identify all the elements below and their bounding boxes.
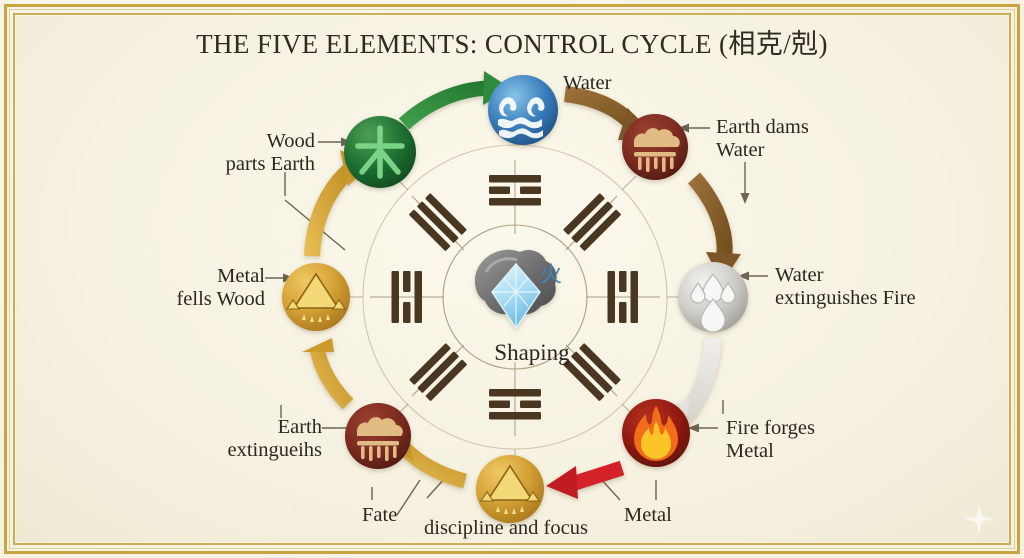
trigram-symbols xyxy=(391,175,638,420)
label-metal-fells-wood: Metal fells Wood xyxy=(176,265,265,310)
label-water: Water xyxy=(563,72,612,94)
trigram-northwest xyxy=(409,193,467,251)
element-icon-metal-bottom xyxy=(476,455,544,523)
trigram-southwest xyxy=(409,343,467,401)
trigram-east xyxy=(607,271,638,323)
element-icon-earth-top xyxy=(622,114,688,180)
trigram-west xyxy=(391,271,422,323)
element-icon-earth-left xyxy=(345,403,411,469)
element-icon-water xyxy=(488,75,558,145)
label-earth-dams-water: Earth dams Water xyxy=(716,116,809,161)
arrow-earth-to-metal-left xyxy=(302,338,354,410)
label-water-extinguishes-fire: Water extinguishes Fire xyxy=(775,264,916,309)
arrow-fire-to-metal-bottom xyxy=(546,460,625,499)
label-earth-extingueihs: Earth extingueihs xyxy=(227,416,322,461)
trigram-northeast xyxy=(563,193,621,251)
trigram-southeast xyxy=(563,343,621,401)
trigram-north xyxy=(489,175,541,206)
label-shaping: Shaping xyxy=(494,340,570,365)
element-icon-fire xyxy=(622,399,690,467)
label-fate: Fate xyxy=(362,504,398,526)
label-wood-parts-earth: Wood parts Earth xyxy=(225,130,315,175)
center-crystal-rock-icon xyxy=(474,249,557,330)
trigram-south xyxy=(489,389,541,420)
element-icon-wood xyxy=(344,116,416,188)
leader-lines xyxy=(265,120,768,516)
label-metal: Metal xyxy=(624,504,672,526)
page-title: THE FIVE ELEMENTS: CONTROL CYCLE (相克/剋) xyxy=(196,29,828,59)
element-icon-metal-left xyxy=(282,263,350,331)
element-icon-metal-right xyxy=(678,262,748,333)
label-discipline-and-focus: discipline and focus xyxy=(424,517,588,539)
center-glyph: 火 xyxy=(540,262,562,287)
label-fire-forges-metal: Fire forges Metal xyxy=(726,417,816,462)
